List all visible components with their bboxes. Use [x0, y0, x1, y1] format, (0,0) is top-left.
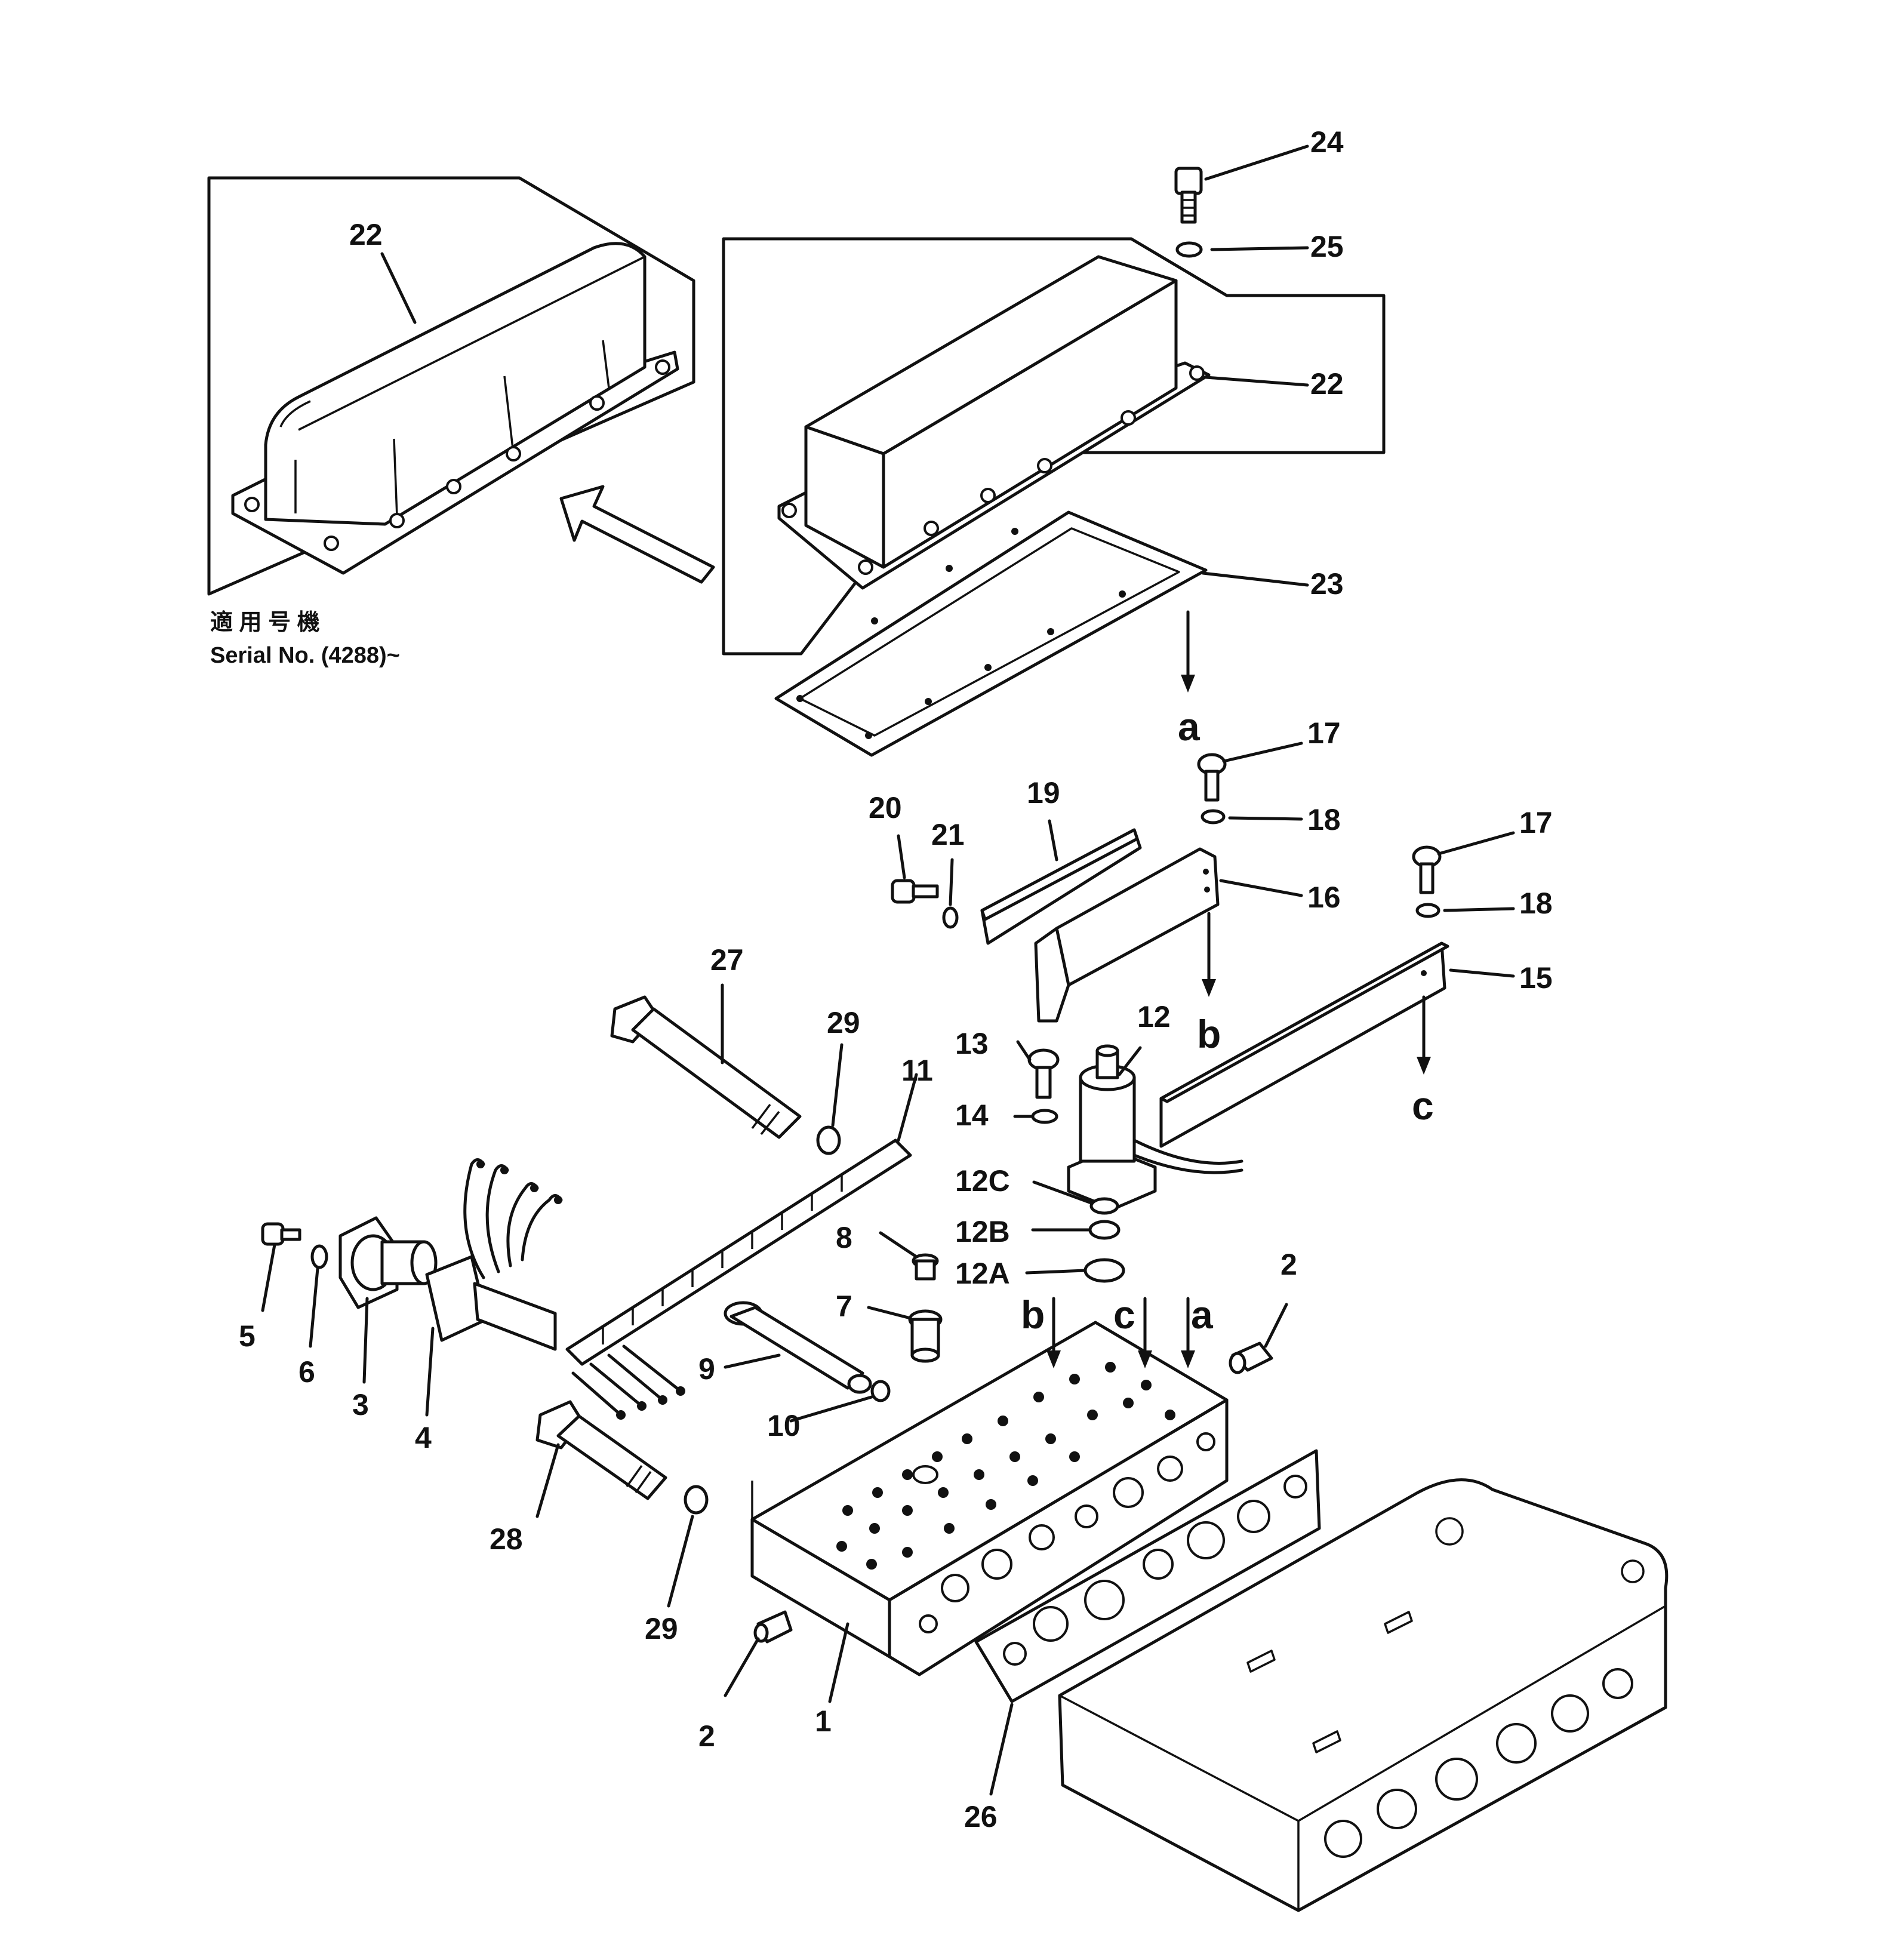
letter-b: b — [1021, 1293, 1045, 1337]
solenoid-12 — [1067, 1044, 1243, 1211]
screw-17-a — [1197, 753, 1227, 802]
inset-alt-cover — [207, 176, 715, 596]
harness-wires — [463, 1158, 685, 1420]
callout-29: 29 — [645, 1612, 678, 1645]
callout-16: 16 — [1307, 881, 1341, 914]
oring-12b — [1088, 1220, 1121, 1240]
washer-25 — [1175, 241, 1203, 258]
flange-4 — [425, 1255, 557, 1351]
callout-2: 2 — [1280, 1248, 1297, 1281]
oring-12a — [1083, 1258, 1125, 1283]
callout-12a: 12A — [955, 1257, 1010, 1290]
callout-25: 25 — [1310, 230, 1344, 263]
callout-7: 7 — [836, 1290, 852, 1323]
serial-note: 適 用 号 機 Serial No. (4288)~ — [210, 610, 400, 668]
fitting-2-a — [1229, 1341, 1273, 1374]
callout-18: 18 — [1519, 887, 1553, 920]
callout-8: 8 — [836, 1221, 852, 1254]
callout-14: 14 — [955, 1099, 989, 1132]
valve-9 — [724, 1301, 872, 1394]
callout-22: 22 — [349, 218, 383, 251]
cap-8 — [912, 1253, 939, 1281]
ring-10 — [870, 1380, 891, 1402]
callout-17: 17 — [1519, 806, 1553, 839]
callout-11: 11 — [901, 1054, 933, 1087]
port-holes — [836, 1362, 1175, 1570]
main-cover — [722, 237, 1386, 656]
callout-24: 24 — [1310, 125, 1344, 159]
callout-19: 19 — [1027, 776, 1060, 810]
washer-29-b — [684, 1485, 709, 1515]
plate-11 — [565, 1139, 912, 1366]
washer-21 — [942, 906, 959, 929]
letter-c: c — [1412, 1084, 1434, 1128]
letter-b: b — [1197, 1012, 1221, 1056]
letter-a: a — [1178, 704, 1201, 749]
callout-5: 5 — [239, 1319, 256, 1353]
flow-letters: a b c b c a — [1021, 704, 1434, 1337]
oring-12c — [1089, 1197, 1119, 1215]
letter-a: a — [1191, 1293, 1214, 1337]
washer-18-a — [1201, 809, 1226, 824]
bracket-15 — [1159, 941, 1449, 1148]
callout-17: 17 — [1307, 716, 1341, 750]
callout-12b: 12B — [955, 1215, 1010, 1248]
callout-20: 20 — [869, 791, 902, 824]
callout-26: 26 — [964, 1800, 998, 1833]
callout-21: 21 — [931, 818, 965, 851]
callout-23: 23 — [1310, 567, 1344, 601]
callout-2: 2 — [698, 1719, 715, 1753]
flow-arrows — [1046, 610, 1431, 1368]
fitting-2-b — [753, 1610, 793, 1644]
callout-28: 28 — [490, 1522, 523, 1556]
callout-15: 15 — [1519, 961, 1553, 995]
screw-20 — [891, 879, 939, 904]
bolt-27 — [610, 995, 802, 1139]
screw-17-b — [1412, 845, 1442, 894]
washer-29-a — [816, 1125, 841, 1155]
callout-9: 9 — [698, 1352, 715, 1386]
connector-3 — [338, 1216, 438, 1309]
serial-note-jp: 適 用 号 機 — [210, 610, 320, 635]
bracket-19 — [980, 828, 1142, 945]
callout-22: 22 — [1310, 367, 1344, 401]
callout-6: 6 — [298, 1355, 315, 1389]
callout-13: 13 — [955, 1027, 989, 1060]
screw-5 — [261, 1222, 301, 1246]
callout-27: 27 — [710, 943, 744, 977]
serial-note-en: Serial No. (4288)~ — [210, 643, 400, 668]
callout-18: 18 — [1307, 803, 1341, 836]
washer-6 — [310, 1244, 328, 1269]
bolt-28 — [535, 1400, 667, 1500]
bolt-24 — [1174, 167, 1203, 224]
valve-body-1 — [750, 1321, 1229, 1676]
case-housing — [1058, 1478, 1669, 1912]
callout-1: 1 — [815, 1704, 832, 1738]
leader-lines — [261, 144, 1515, 1796]
callout-29: 29 — [827, 1006, 860, 1039]
gasket-23 — [774, 510, 1208, 757]
callout-12c: 12C — [955, 1164, 1010, 1198]
callout-10: 10 — [767, 1409, 801, 1442]
letter-c: c — [1113, 1293, 1135, 1337]
bracket-16 — [1034, 847, 1220, 1023]
callout-12: 12 — [1137, 1000, 1171, 1033]
washer-18-b — [1415, 903, 1440, 918]
screw-13 — [1027, 1048, 1060, 1099]
gasket-26 — [974, 1449, 1321, 1703]
callout-4: 4 — [415, 1421, 432, 1454]
callout-3: 3 — [352, 1388, 369, 1421]
washer-14 — [1031, 1109, 1058, 1124]
callout-labels: 1 2 2 3 4 5 6 7 8 9 10 11 12 12A 12B 12C… — [239, 125, 1553, 1833]
plug-7 — [908, 1309, 943, 1363]
